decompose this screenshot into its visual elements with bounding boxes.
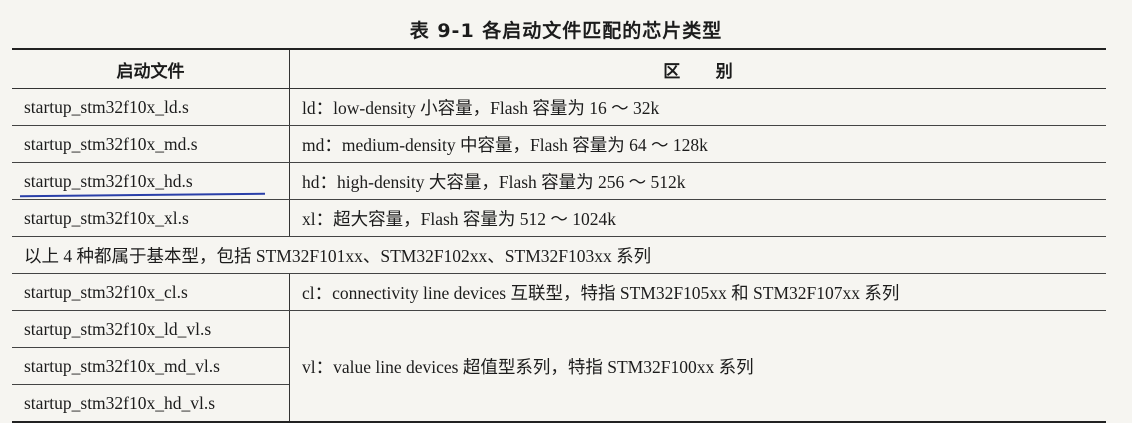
desc-cell: xl：超大容量，Flash 容量为 512 ～ 1024k [289, 199, 1106, 237]
startup-files-table: 启动文件 区 别 startup_stm32f10x_ld.s ld：low-d… [12, 48, 1106, 423]
file-cell: startup_stm32f10x_ld_vl.s [12, 310, 290, 348]
handwritten-underline [19, 192, 266, 198]
desc-cell: cl：connectivity line devices 互联型，特指 STM3… [289, 273, 1106, 311]
desc-cell: ld：low-density 小容量，Flash 容量为 16 ～ 32k [289, 88, 1106, 126]
table-row: startup_stm32f10x_hd.s hd：high-density 大… [12, 162, 1106, 200]
desc-cell: md：medium-density 中容量，Flash 容量为 64 ～ 128… [289, 125, 1106, 163]
table-row: startup_stm32f10x_xl.s xl：超大容量，Flash 容量为… [12, 199, 1106, 237]
file-name: startup_stm32f10x_hd.s [24, 170, 193, 191]
table-row: startup_stm32f10x_ld.s ld：low-density 小容… [12, 88, 1106, 126]
table-row: startup_stm32f10x_ld_vl.s vl：value line … [12, 310, 1106, 423]
table-row: startup_stm32f10x_md.s md：medium-density… [12, 125, 1106, 163]
desc-cell-merged: vl：value line devices 超值型系列，特指 STM32F100… [289, 310, 1106, 423]
file-cell: startup_stm32f10x_md.s [12, 125, 290, 163]
file-cell: startup_stm32f10x_xl.s [12, 199, 290, 237]
summary-row: 以上 4 种都属于基本型，包括 STM32F101xx、STM32F102xx、… [12, 236, 1106, 274]
header-difference: 区 别 [289, 49, 1106, 89]
file-cell: startup_stm32f10x_cl.s [12, 273, 290, 311]
file-cell: startup_stm32f10x_ld.s [12, 88, 290, 126]
table-row: startup_stm32f10x_md_vl.s [12, 347, 1106, 385]
header-startup-file: 启动文件 [116, 61, 185, 82]
file-cell-underlined: startup_stm32f10x_hd.s [12, 162, 290, 200]
file-cell: startup_stm32f10x_hd_vl.s [12, 384, 290, 423]
file-cell: startup_stm32f10x_md_vl.s [12, 347, 290, 385]
table-header-row: 启动文件 区 别 [12, 49, 1106, 89]
summary-cell: 以上 4 种都属于基本型，包括 STM32F101xx、STM32F102xx、… [12, 236, 1106, 274]
table-caption: 表 9-1 各启动文件匹配的芯片类型 [409, 20, 723, 42]
table-row: startup_stm32f10x_cl.s cl：connectivity l… [12, 273, 1106, 311]
desc-cell: hd：high-density 大容量，Flash 容量为 256 ～ 512k [289, 162, 1106, 200]
